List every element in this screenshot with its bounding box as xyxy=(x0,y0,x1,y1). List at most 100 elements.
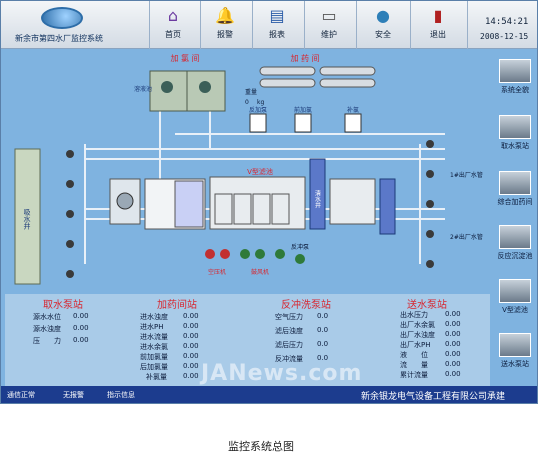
panel-value: 0.0 xyxy=(317,312,329,320)
report-icon: ▤ xyxy=(269,6,285,25)
sidebar: 系统全貌 取水泵站 综合加药间 反应沉淀池 V型滤池 送水泵站 xyxy=(493,53,537,383)
clock-date: 2008-12-15 xyxy=(480,32,529,41)
mixer-icon[interactable] xyxy=(161,81,173,93)
pump-label: 补氯 xyxy=(347,106,359,114)
nav-exit-button[interactable]: ▮ 退出 xyxy=(430,6,446,40)
panel-title-backwash: 反冲洗泵站 xyxy=(281,300,331,311)
panel-label: 进水PH xyxy=(140,323,164,331)
outlet-label: 2#出厂水管 xyxy=(450,233,483,241)
panel-value: 0.0 xyxy=(317,354,329,362)
nav-home-button[interactable]: ⌂ 首页 xyxy=(165,6,181,40)
intake-well[interactable] xyxy=(14,148,41,285)
panel-value: 0.00 xyxy=(445,330,461,338)
panel-value: 0.00 xyxy=(445,370,461,378)
supply-pumps xyxy=(426,140,434,268)
sidebar-item-overview[interactable]: 系统全貌 xyxy=(495,59,535,95)
blower-icon[interactable] xyxy=(255,249,265,259)
pump-icon[interactable] xyxy=(426,200,434,208)
pump-label: 前加氯 xyxy=(294,106,312,114)
blower-label: 鼓风机 xyxy=(251,268,269,276)
supply-well[interactable] xyxy=(379,178,396,235)
logo-icon xyxy=(41,7,83,29)
pump-icon[interactable] xyxy=(426,260,434,268)
pump-icon[interactable] xyxy=(426,170,434,178)
intake-thumbnail xyxy=(499,115,531,139)
pump-icon[interactable] xyxy=(66,270,74,278)
panel-value: 0.00 xyxy=(445,340,461,348)
weight-unit: kg xyxy=(257,99,264,106)
clock-time: 14:54:21 xyxy=(485,17,529,27)
chlorine-cylinder[interactable] xyxy=(319,78,376,88)
sidebar-item-sedimentation[interactable]: 反应沉淀池 xyxy=(495,225,535,261)
nav-security-button[interactable]: ● 安全 xyxy=(375,6,391,40)
panel-value: 0.00 xyxy=(183,342,199,350)
compressor-icon[interactable] xyxy=(220,249,230,259)
sidebar-item-dosing[interactable]: 综合加药间 xyxy=(495,171,535,207)
compressor-icon[interactable] xyxy=(205,249,215,259)
chlorinator-unit[interactable] xyxy=(294,113,312,133)
blowers xyxy=(205,249,305,264)
sedimentation-thumbnail xyxy=(499,225,531,249)
status-comm: 通信正常 xyxy=(7,391,35,399)
v-filter[interactable] xyxy=(209,176,306,230)
divider xyxy=(410,1,411,49)
filter-thumbnail xyxy=(499,279,531,303)
app-window: 新余市第四水厂监控系统 ⌂ 首页 🔔 报警 ▤ 报表 ▭ 维护 ● 安全 ▮ 退… xyxy=(0,0,538,404)
panel-label: 后加氯量 xyxy=(140,363,168,371)
divider xyxy=(200,1,201,49)
divider xyxy=(356,1,357,49)
chlorine-cylinder[interactable] xyxy=(319,66,376,76)
divider xyxy=(252,1,253,49)
panel-value: 0.0 xyxy=(317,340,329,348)
nav-maintenance-button[interactable]: ▭ 维护 xyxy=(321,6,337,40)
divider xyxy=(149,1,150,49)
nav-report-button[interactable]: ▤ 报表 xyxy=(269,6,285,40)
filter-title: V型滤池 xyxy=(247,167,273,176)
panel-label: 滤后压力 xyxy=(275,341,303,349)
panel-value: 0.0 xyxy=(317,326,329,334)
pump-icon[interactable] xyxy=(426,230,434,238)
panel-value: 0.00 xyxy=(183,362,199,370)
pump-icon[interactable] xyxy=(66,180,74,188)
pump-icon[interactable] xyxy=(66,210,74,218)
dosing-thumbnail xyxy=(499,171,531,195)
sidebar-item-filter[interactable]: V型滤池 xyxy=(495,279,535,315)
reservoir[interactable] xyxy=(329,178,376,225)
pump-label: 反加泵 xyxy=(249,106,267,114)
pump-icon[interactable] xyxy=(66,150,74,158)
divider xyxy=(467,1,468,49)
panel-label: 补氯量 xyxy=(146,373,167,381)
figure-caption: 监控系统总图 xyxy=(228,440,294,453)
chlorinators xyxy=(249,113,362,133)
overview-thumbnail xyxy=(499,59,531,83)
panel-label: 进水余氯 xyxy=(140,343,168,351)
home-icon: ⌂ xyxy=(167,6,179,25)
panel-value: 0.00 xyxy=(183,352,199,360)
status-alarm: 无报警 xyxy=(63,391,84,399)
sidebar-item-supply[interactable]: 送水泵站 xyxy=(495,333,535,369)
pump-icon[interactable] xyxy=(426,140,434,148)
pump-icon[interactable] xyxy=(66,240,74,248)
blower-icon[interactable] xyxy=(240,249,250,259)
backwash-pump-icon[interactable] xyxy=(295,254,305,264)
chlorine-cylinder[interactable] xyxy=(259,78,316,88)
chlorine-cylinder[interactable] xyxy=(259,66,316,76)
process-diagram: 吸水井 加 氯 间 溶液池 加 药 间 重量 0 kg 反加泵 前加氯 xyxy=(14,53,483,285)
fan-icon xyxy=(116,192,134,210)
panel-value: 0.00 xyxy=(183,372,199,380)
chlorinator-unit[interactable] xyxy=(249,113,267,133)
mixer-icon[interactable] xyxy=(199,81,211,93)
panel-value: 0.00 xyxy=(73,312,89,320)
maintenance-icon: ▭ xyxy=(321,6,337,25)
nav-alarm-button[interactable]: 🔔 报警 xyxy=(215,6,235,40)
panel-label: 累计流量 xyxy=(400,371,428,379)
intake-pumps xyxy=(66,150,74,278)
panel-label: 空气压力 xyxy=(275,313,303,321)
alarm-icon: 🔔 xyxy=(215,6,235,25)
clear-pool[interactable] xyxy=(309,158,326,230)
chlorinator-unit[interactable] xyxy=(344,113,362,133)
blower-icon[interactable] xyxy=(275,249,285,259)
panel-value: 0.00 xyxy=(445,350,461,358)
sidebar-item-intake[interactable]: 取水泵站 xyxy=(495,115,535,151)
panel-title-supply: 送水泵站 xyxy=(407,300,447,311)
